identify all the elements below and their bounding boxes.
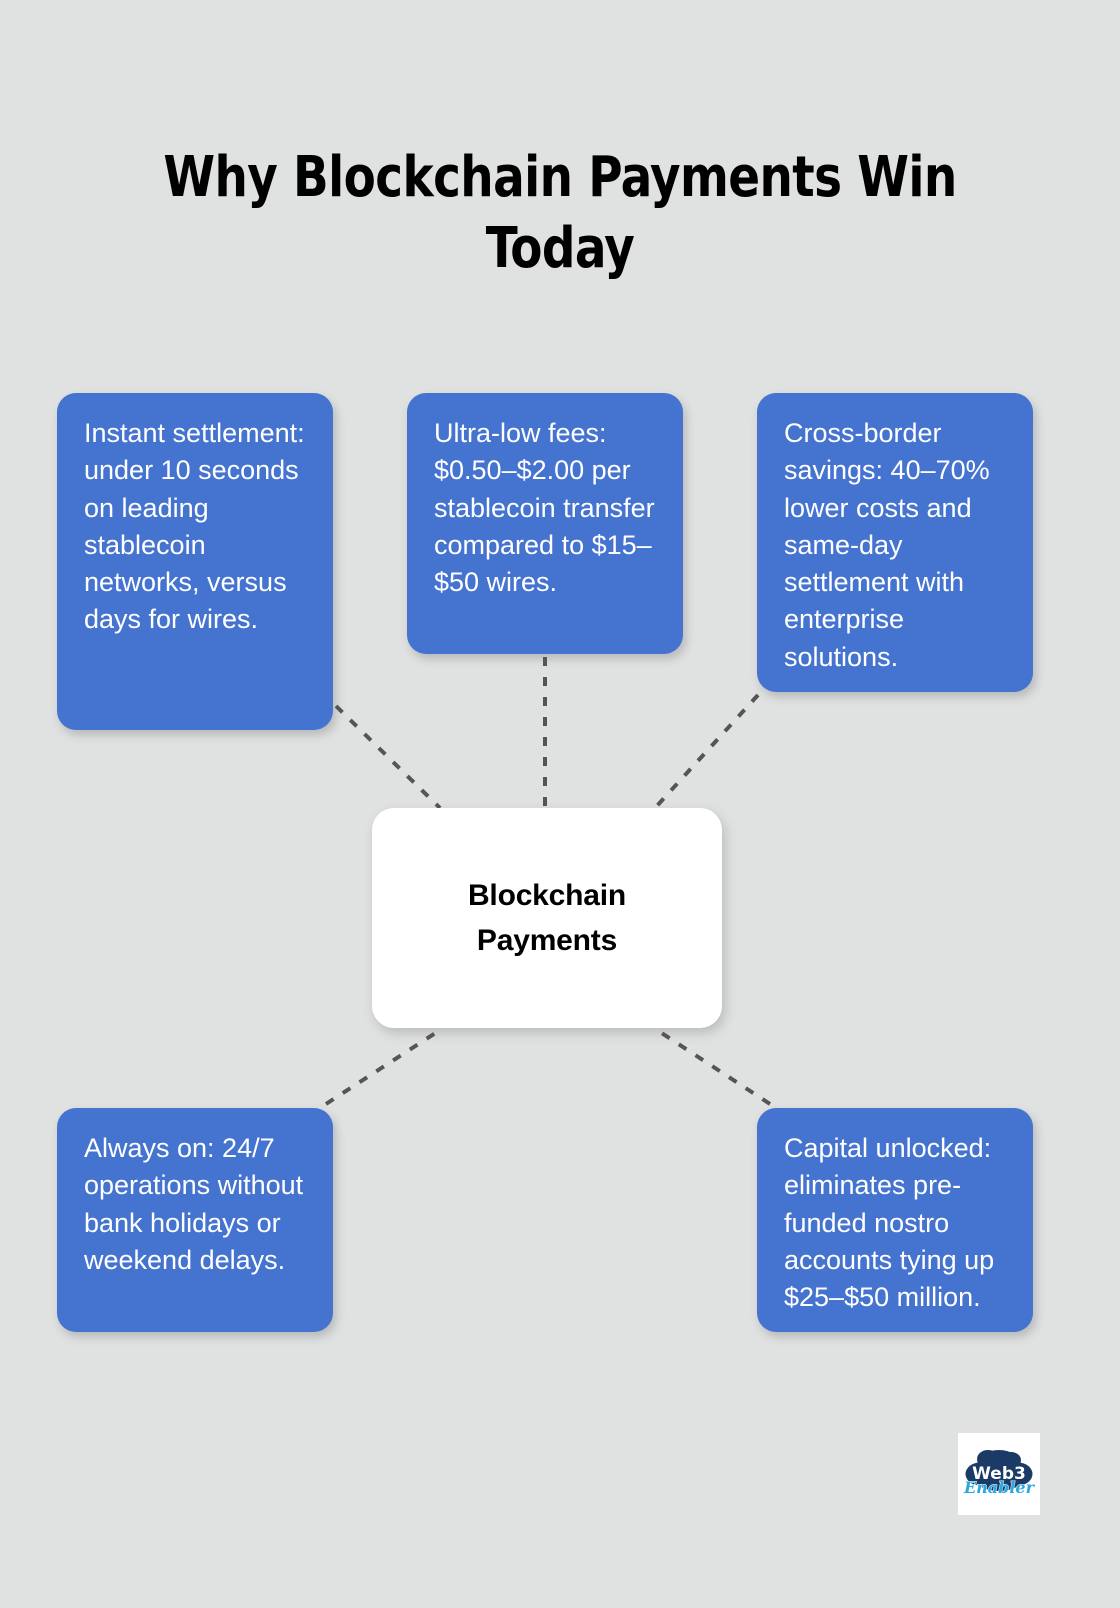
node-card-text: Capital unlocked: eliminates pre-funded … [784, 1133, 995, 1312]
node-card-text: Always on: 24/7 operations without bank … [84, 1133, 304, 1275]
central-node[interactable]: Blockchain Payments [372, 808, 722, 1028]
central-node-label: Blockchain Payments [467, 879, 627, 957]
logo-primary-text: Web3 [972, 1464, 1026, 1484]
connector-to-always-on [324, 1028, 442, 1106]
logo-script-text: Enabler [963, 1478, 1036, 1497]
node-card-always-on[interactable]: Always on: 24/7 operations without bank … [57, 1108, 333, 1332]
node-card-instant-settlement[interactable]: Instant settlement: under 10 seconds on … [57, 393, 333, 730]
node-card-capital-unlocked[interactable]: Capital unlocked: eliminates pre-funded … [757, 1108, 1033, 1332]
connector-to-capital-unlocked [655, 1028, 772, 1106]
connector-to-cross-border-savings [653, 693, 760, 810]
node-card-cross-border-savings[interactable]: Cross-border savings: 40–70% lower costs… [757, 393, 1033, 692]
node-card-text: Instant settlement: under 10 seconds on … [84, 418, 305, 635]
node-card-ultra-low-fees[interactable]: Ultra-low fees: $0.50–$2.00 per stableco… [407, 393, 683, 654]
connector-to-instant-settlement [334, 704, 442, 810]
cloud-icon [965, 1450, 1033, 1491]
page-title: Why Blockchain Payments Win Today [163, 144, 957, 282]
node-card-text: Cross-border savings: 40–70% lower costs… [784, 418, 990, 672]
web3-enabler-logo: Web3 Enabler [958, 1433, 1040, 1515]
node-card-text: Ultra-low fees: $0.50–$2.00 per stableco… [434, 418, 655, 597]
